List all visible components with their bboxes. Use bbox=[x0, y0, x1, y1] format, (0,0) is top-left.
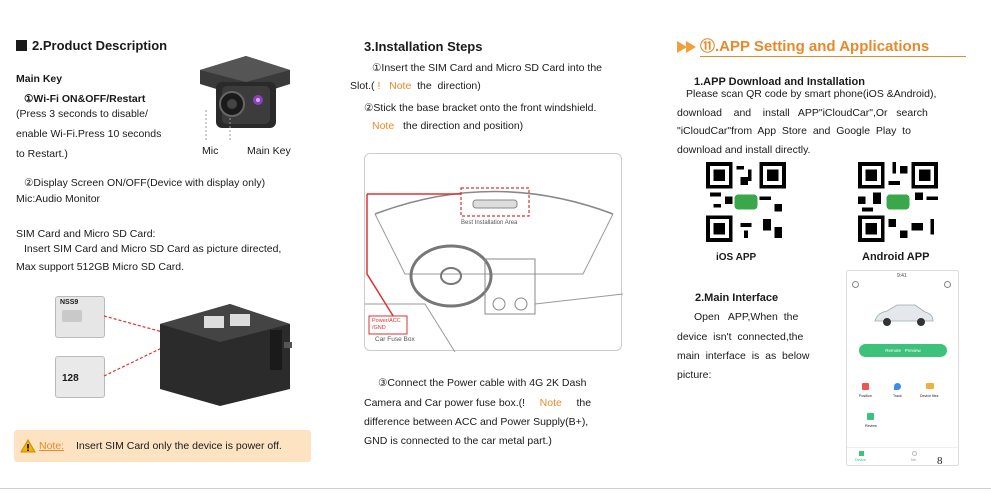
phone-label-track: Track bbox=[893, 394, 902, 398]
phone-remote-preview-button: Remote Preview bbox=[859, 344, 947, 357]
note-label: Note: bbox=[39, 440, 65, 452]
sim-title: SIM Card and Micro SD Card: bbox=[16, 228, 156, 240]
display-line: ②Display Screen ON/OFF(Device with displ… bbox=[24, 177, 266, 189]
fuse-label: Power/ACC/GND bbox=[372, 318, 401, 332]
phone-nav-me-icon bbox=[912, 451, 917, 456]
best-area-label: Best Installation Area bbox=[461, 220, 518, 226]
install-heading: 3.Installation Steps bbox=[364, 39, 483, 54]
sim-card-image: NSS9 bbox=[55, 296, 105, 338]
fuse-label-2: /GND bbox=[372, 325, 386, 331]
car-interior-drawing bbox=[365, 187, 624, 353]
phone-nav-device-icon bbox=[859, 451, 864, 456]
phone-label-files: Device files bbox=[920, 394, 939, 398]
download-line-2: download and install APP"iCloudCar",Or s… bbox=[677, 107, 928, 119]
main-line-3: main interface is as below bbox=[677, 350, 810, 362]
product-heading: 2.Product Description bbox=[32, 38, 168, 53]
wifi-line-1: (Press 3 seconds to disable/ bbox=[16, 108, 148, 120]
sim-line-1: Insert SIM Card and Micro SD Card as pic… bbox=[24, 243, 282, 255]
warning-icon bbox=[20, 439, 36, 453]
fuse-label-1: Power/ACC bbox=[372, 318, 401, 324]
ios-qr-code bbox=[706, 162, 786, 242]
bottom-divider bbox=[0, 488, 991, 489]
dashcam-illustration bbox=[200, 56, 290, 140]
phone-menu-icon bbox=[852, 281, 859, 288]
insert-arrows bbox=[103, 315, 171, 377]
step3-line-2: Camera and Car power fuse box.(! Note th… bbox=[364, 394, 591, 413]
step3-line-3: difference between ACC and Power Supply(… bbox=[364, 416, 589, 428]
phone-nav-me: Me bbox=[911, 458, 916, 462]
phone-position-icon bbox=[862, 383, 869, 390]
main-line-1: Open APP,When the bbox=[694, 311, 799, 323]
sd-card-text: 128 bbox=[62, 373, 79, 384]
square-bullet-icon bbox=[16, 40, 27, 51]
phone-nav-device: Device bbox=[855, 458, 866, 462]
wifi-line-2: enable Wi-Fi.Press 10 seconds bbox=[16, 128, 162, 140]
phone-label-review: Review bbox=[865, 424, 877, 428]
step2-line-2: Note the direction and position) bbox=[372, 117, 523, 136]
download-line-3: "iCloudCar"from App Store and Google Pla… bbox=[677, 125, 911, 137]
main-key-title: Main Key bbox=[16, 73, 63, 85]
main-key-label: Main Key bbox=[247, 145, 291, 157]
wifi-line-3: to Restart.) bbox=[16, 148, 68, 160]
step1-line-2: Slot.( ! Note the direction) bbox=[350, 77, 481, 96]
mic-label: Mic bbox=[202, 145, 219, 157]
step2-line-1: ②Stick the base bracket onto the front w… bbox=[364, 102, 597, 114]
step3-text-a: Camera and Car power fuse box.(! bbox=[364, 397, 526, 409]
app-heading: ⑪.APP Setting and Applications bbox=[700, 35, 966, 57]
download-line-1: Please scan QR code by smart phone(iOS &… bbox=[686, 88, 937, 100]
phone-label-position: Position bbox=[859, 394, 872, 398]
phone-track-icon bbox=[894, 383, 901, 390]
wifi-title: ①Wi-Fi ON&OFF/Restart bbox=[24, 93, 146, 105]
app-heading-number: ⑪ bbox=[700, 38, 716, 55]
download-title: 1.APP Download and Installation bbox=[694, 76, 865, 88]
page-number: 8 bbox=[937, 455, 943, 466]
android-qr-code bbox=[858, 162, 938, 242]
step3-line-1: ③Connect the Power cable with 4G 2K Dash bbox=[378, 377, 587, 389]
step1-line-1: ①Insert the SIM Card and Micro SD Card i… bbox=[372, 62, 603, 74]
double-arrow-icon bbox=[677, 41, 696, 53]
step2-text-b: the direction and position) bbox=[394, 120, 524, 132]
step3-line-4: GND is connected to the car metal part.) bbox=[364, 435, 552, 447]
main-line-2: device isn't connected,the bbox=[677, 331, 804, 343]
phone-settings-icon bbox=[944, 281, 951, 288]
step1-note: ! Note bbox=[377, 80, 412, 92]
phone-files-icon bbox=[926, 383, 934, 389]
main-interface-title: 2.Main Interface bbox=[695, 292, 779, 304]
note-bar: Note: Insert SIM Card only the device is… bbox=[14, 430, 311, 462]
note-text: Insert SIM Card only the device is power… bbox=[76, 440, 282, 452]
step3-text-b: the bbox=[576, 397, 592, 409]
phone-car-icon bbox=[874, 304, 934, 326]
ios-label: iOS APP bbox=[716, 252, 757, 263]
phone-review-icon bbox=[867, 413, 874, 420]
mic-line: Mic:Audio Monitor bbox=[16, 193, 101, 205]
sim-line-2: Max support 512GB Micro SD Card. bbox=[16, 261, 185, 273]
step1-text-b: the direction) bbox=[411, 80, 481, 92]
app-heading-text: .APP Setting and Applications bbox=[715, 38, 930, 55]
sd-card-image: 128 bbox=[55, 356, 105, 398]
step3-note: Note bbox=[539, 397, 562, 409]
main-line-4: picture: bbox=[677, 369, 712, 381]
sim-card-text: NSS9 bbox=[60, 299, 79, 306]
step1-text-a: Slot.( bbox=[350, 80, 378, 92]
android-label: Android APP bbox=[862, 251, 930, 263]
device-slots-illustration bbox=[160, 304, 292, 406]
app-main-interface-screenshot: 9:41 Remote Preview Position Track Devic… bbox=[846, 270, 959, 466]
fuse-box-label: Car Fuse Box bbox=[375, 336, 415, 343]
step2-note: Note bbox=[372, 120, 395, 132]
download-line-4: download and install directly. bbox=[677, 144, 811, 156]
car-interior-illustration: Best Installation Area Power/ACC/GND Car… bbox=[364, 153, 624, 353]
phone-time: 9:41 bbox=[897, 273, 907, 279]
